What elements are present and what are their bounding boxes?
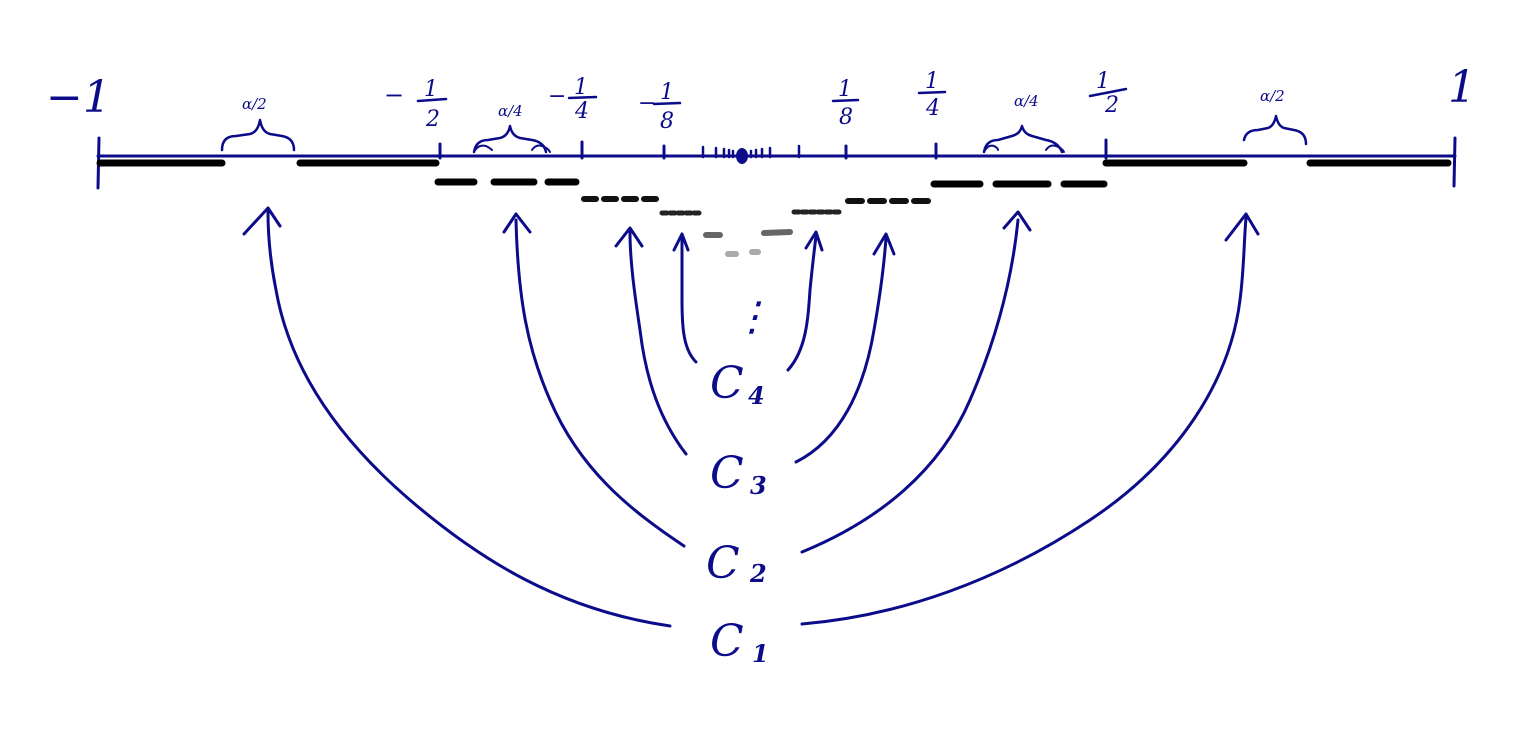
label-minus-one: −1 (46, 72, 111, 123)
gap-annotations: α/2 α/2 α/4 α/4 (220, 87, 1308, 154)
c4-subscript: 4 (748, 381, 765, 410)
quarter-num: 1 (925, 69, 939, 94)
c1-letter: C (710, 616, 744, 667)
left-half-gap-brace (220, 118, 296, 152)
minus-eighth-sign: − (638, 91, 656, 116)
construction-segments (96, 159, 1452, 257)
set-labels: C 4 C 3 C 2 C 1 (706, 358, 769, 668)
label-c1: C 1 (710, 616, 769, 668)
c3-letter: C (710, 448, 744, 499)
number-line (96, 136, 1457, 190)
c4-letter: C (710, 358, 744, 409)
c3-arrow-right (794, 236, 888, 464)
minus-half-num: 1 (424, 77, 438, 102)
right-alpha-half-label: α/2 (1260, 87, 1285, 105)
minus-half-sign: − (384, 81, 404, 109)
right-half-gap-brace (1242, 114, 1308, 146)
label-c4: C 4 (710, 358, 765, 410)
minus-half-den: 2 (425, 107, 440, 132)
c4-arrow-right (786, 234, 818, 372)
c1-arrow-right (800, 216, 1248, 626)
eighth-num: 1 (838, 77, 852, 102)
c2-arrow-left (514, 218, 686, 548)
label-c2: C 2 (706, 538, 767, 589)
minus-quarter-num: 1 (574, 75, 588, 100)
arrows (242, 206, 1260, 628)
right-alpha-quarter-label: α/4 (1014, 92, 1039, 110)
axis-labels: −1 1 − 1 2 − 1 4 − 1 8 1 8 1 4 1 2 (46, 62, 1476, 134)
c4-arrow-left (680, 236, 698, 364)
left-alpha-quarter-label: α/4 (498, 102, 523, 120)
half-num: 1 (1096, 69, 1110, 94)
right-quarter-gap-brace (982, 124, 1064, 154)
minus-quarter-sign: − (548, 84, 566, 109)
minus-eighth-num: 1 (660, 80, 674, 105)
zero-point (736, 148, 748, 164)
eighth-den: 8 (839, 105, 853, 130)
left-quarter-gap-brace (472, 124, 548, 154)
ellipsis: ⋮ (732, 294, 772, 340)
c2-arrow-right (800, 218, 1020, 554)
minus-quarter-den: 4 (574, 99, 589, 124)
c1-subscript: 1 (752, 639, 769, 668)
minus-eighth-den: 8 (660, 109, 674, 134)
left-alpha-half-label: α/2 (242, 95, 267, 113)
half-den: 2 (1104, 93, 1119, 118)
fine-ticks-near-zero (701, 144, 801, 159)
label-one: 1 (1448, 62, 1476, 113)
quarter-den: 4 (925, 96, 940, 121)
c3-arrow-left (628, 230, 688, 456)
c1-arrow-left (266, 210, 672, 628)
label-c3: C 3 (710, 448, 767, 500)
c5-segment-right (761, 229, 793, 236)
right-end-bar (1452, 136, 1457, 188)
c2-subscript: 2 (749, 559, 767, 588)
c2-letter: C (706, 538, 740, 589)
c3-subscript: 3 (750, 471, 767, 500)
